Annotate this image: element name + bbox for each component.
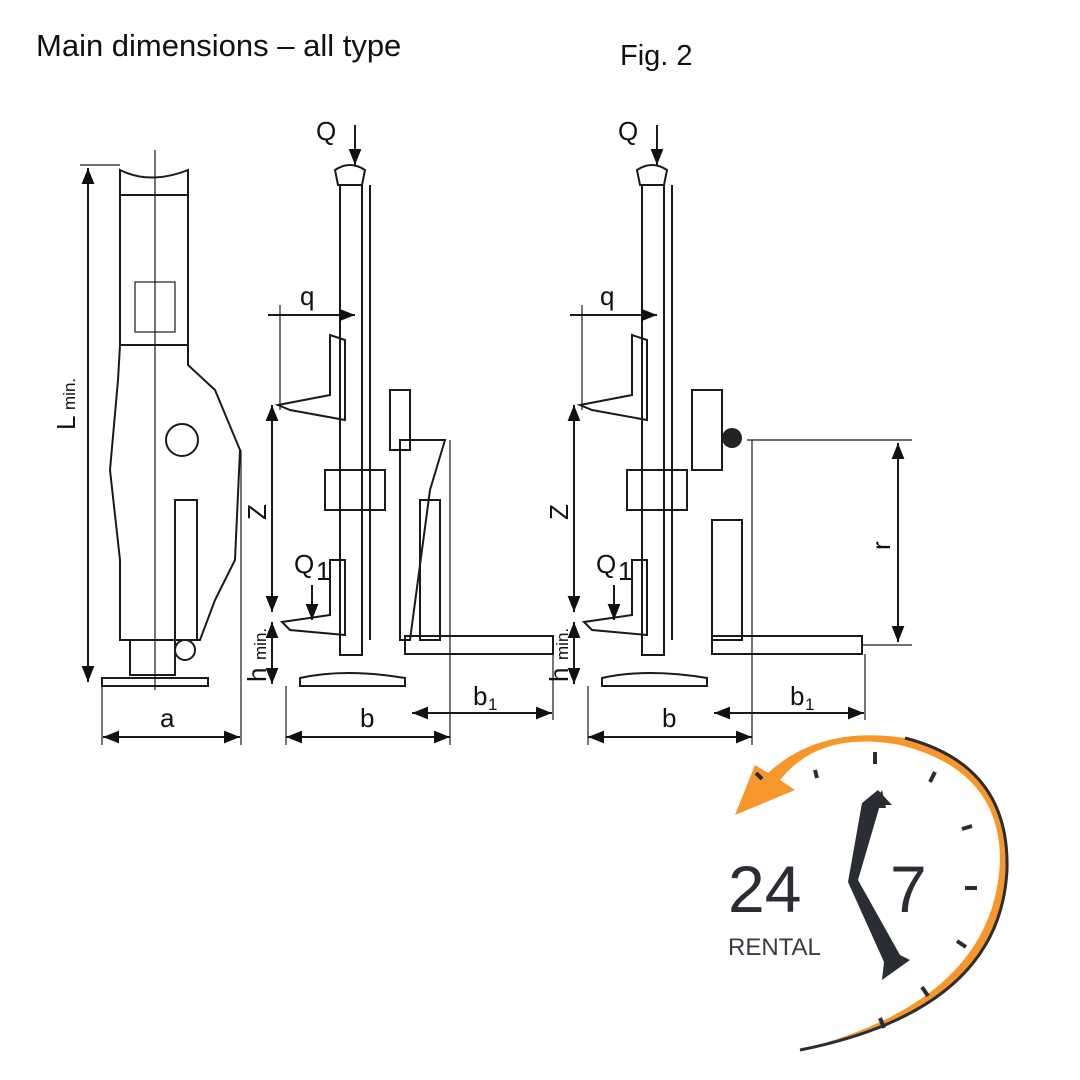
jack-side-view-1 [265,125,554,745]
logo-24: 24 [728,852,801,926]
label-Z-2: Z [544,504,574,520]
label-a: a [160,703,175,733]
label-b1-1: b [473,681,487,711]
label-h-2: h [544,668,574,682]
label-b1-2-sub: 1 [805,695,814,714]
logo-7: 7 [890,852,927,926]
label-b1-1-sub: 1 [488,695,497,714]
label-b1-2: b [790,681,804,711]
label-L: L [51,416,81,430]
logo-rental: RENTAL [728,934,821,961]
label-Q1-2-sub: 1 [618,556,632,586]
label-L-sub: min. [60,378,79,410]
label-Q-2: Q [618,116,638,146]
label-Q1-2: Q [596,549,616,579]
label-h-1-sub: min. [251,628,270,660]
label-Q1-1-sub: 1 [316,556,330,586]
label-b-2: b [662,703,676,733]
jack-side-view-2 [567,125,912,745]
label-Z-1: Z [242,504,272,520]
label-q-1: q [300,281,314,311]
figure-label: Fig. 2 [620,40,693,72]
jack-front-view [80,150,242,745]
label-b-1: b [360,703,374,733]
page-title: Main dimensions – all type [36,28,402,63]
label-h-1: h [242,668,272,682]
label-q-2: q [600,281,614,311]
label-Q1-1: Q [294,549,314,579]
label-h-2-sub: min. [553,628,572,660]
label-Q-1: Q [316,116,336,146]
label-r: r [866,541,896,550]
rental-24-7-logo [735,735,1009,1052]
